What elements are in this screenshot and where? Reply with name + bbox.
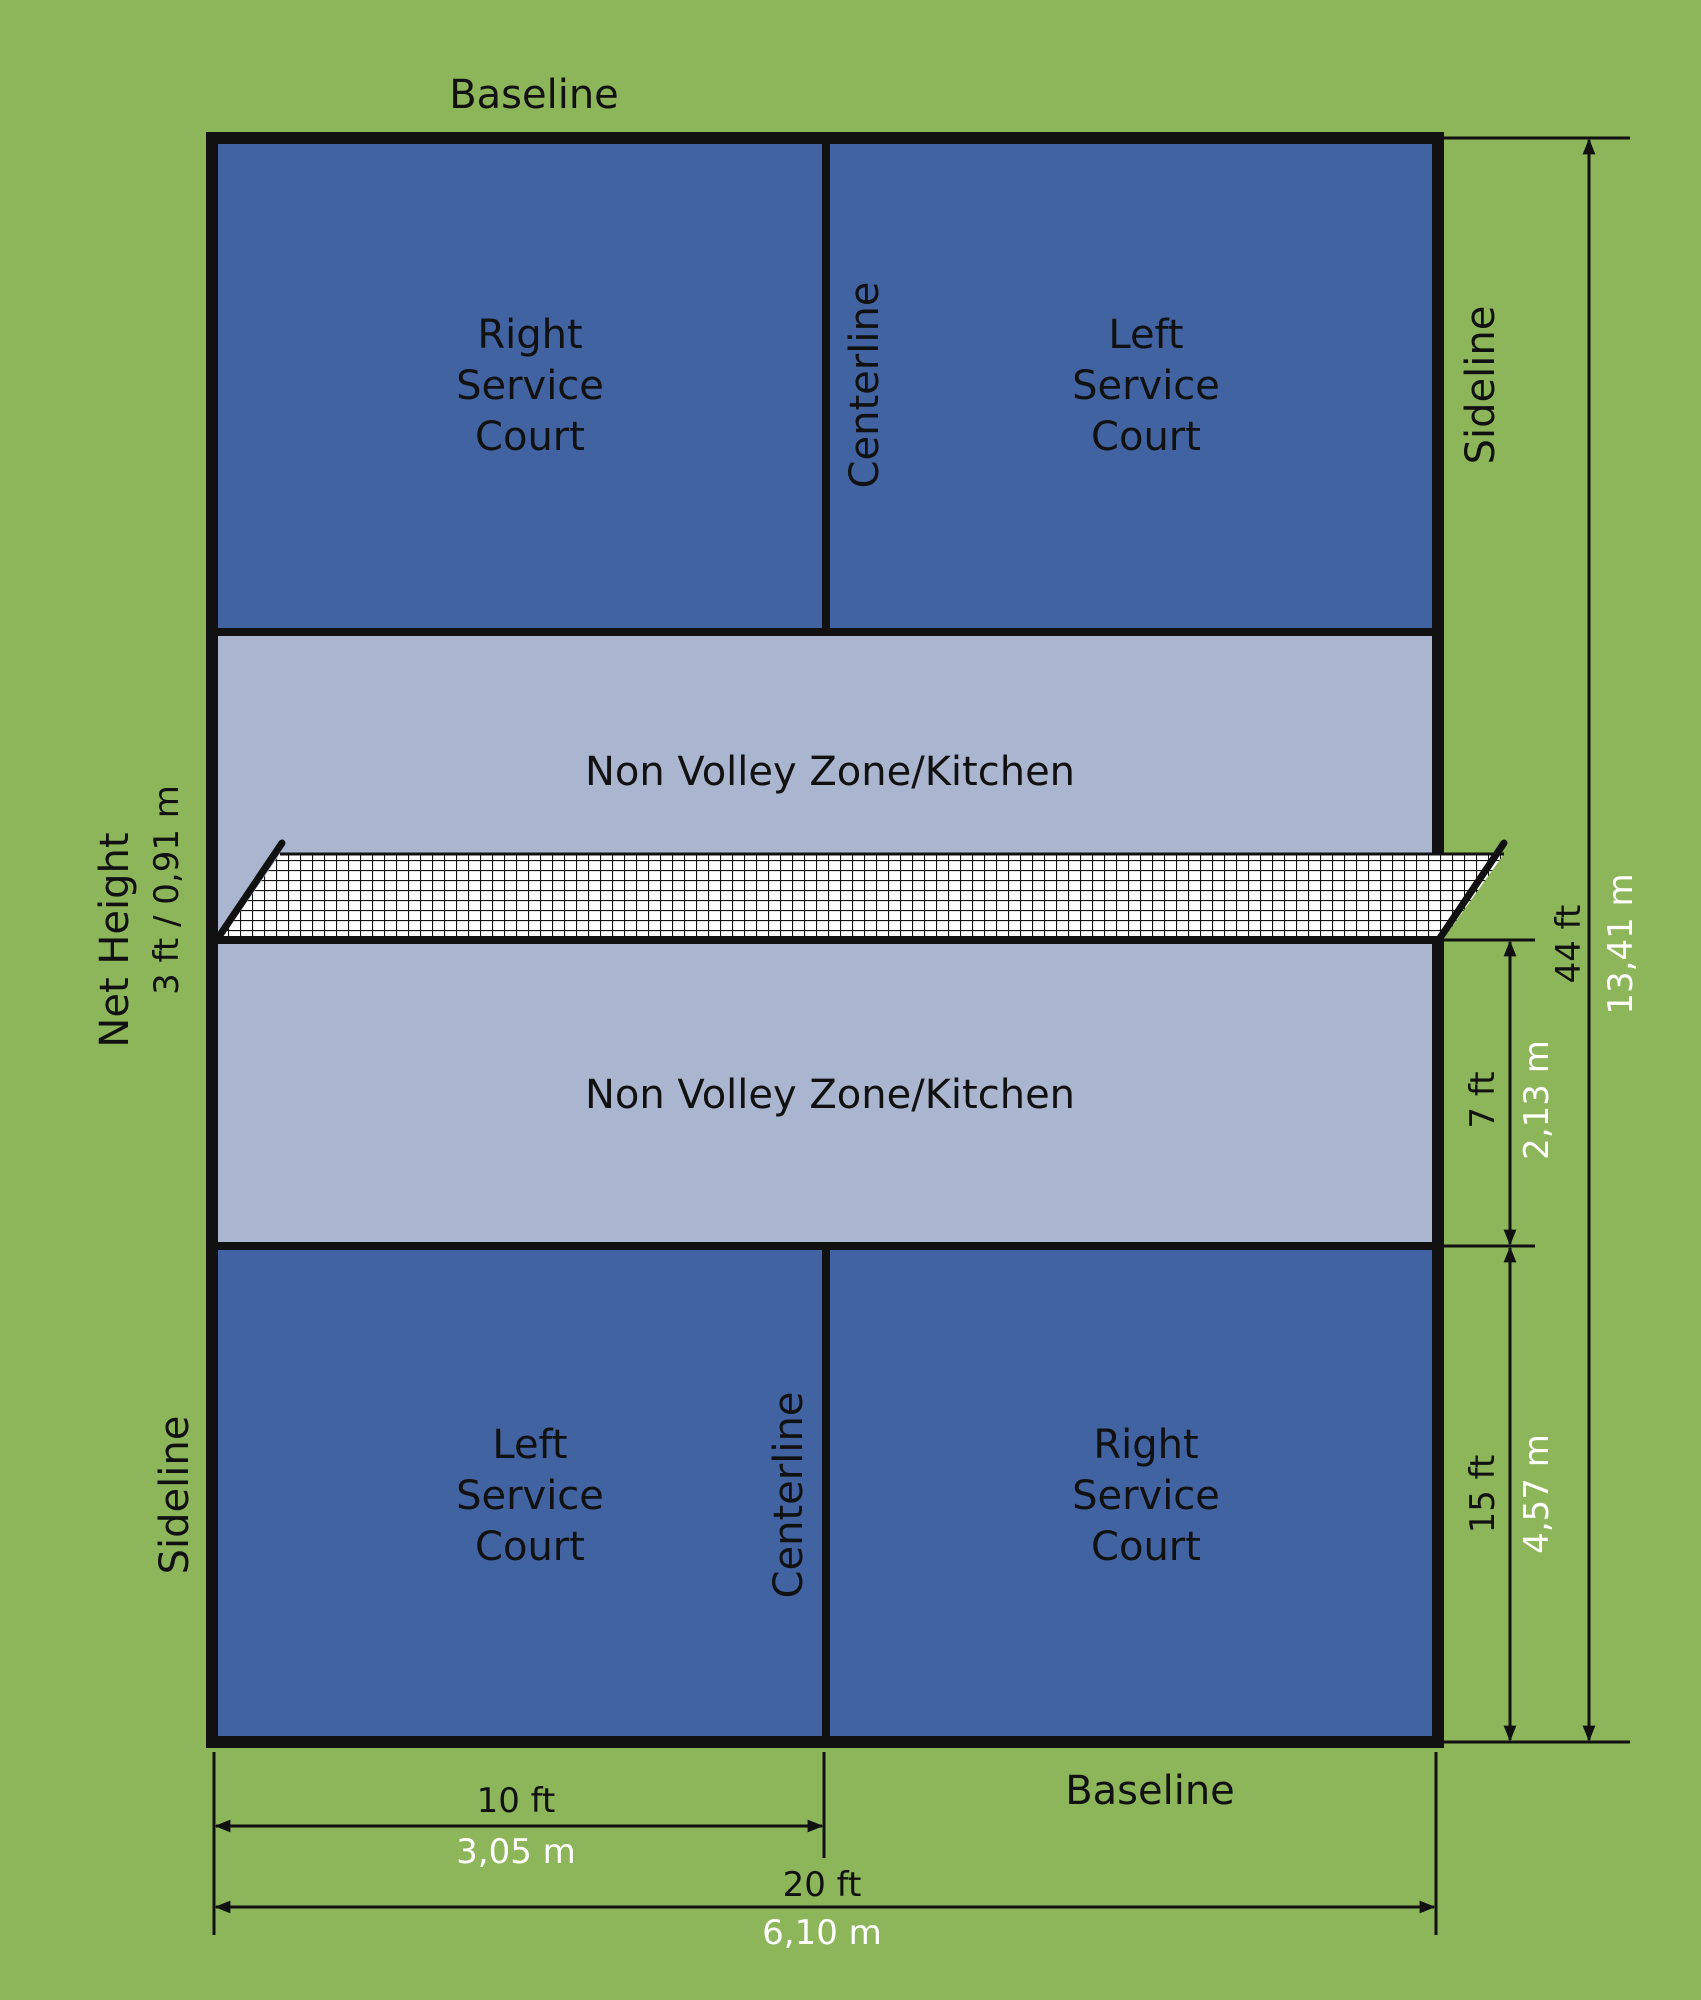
court-label-bottom-right: Right Service Court <box>1072 1422 1220 1570</box>
court-label-bottom-left: Left Service Court <box>456 1422 604 1570</box>
court-label-line: Right <box>477 312 582 358</box>
length-m-label: 13,41 m <box>1601 873 1641 1014</box>
court-label-line: Court <box>475 414 585 460</box>
dimension-length <box>1444 136 1630 1744</box>
net-height-value: 3 ft / 0,91 m <box>147 785 187 995</box>
service-m-label: 4,57 m <box>1517 1434 1557 1554</box>
service-court-bottom-left <box>212 1246 826 1742</box>
baseline-bottom-label: Baseline <box>1065 1768 1235 1814</box>
court-label-line: Left <box>1108 312 1183 358</box>
court-label-line: Service <box>456 363 604 409</box>
court-label-line: Court <box>1091 1524 1201 1570</box>
width-ft-label: 20 ft <box>783 1865 862 1905</box>
service-court-bottom-right <box>826 1246 1436 1742</box>
kitchen-label-top: Non Volley Zone/Kitchen <box>585 749 1075 795</box>
half-width-m-label: 3,05 m <box>456 1832 576 1872</box>
court-label-line: Court <box>475 1524 585 1570</box>
net-height-title: Net Height <box>92 832 138 1047</box>
court-label-top-right: Left Service Court <box>1072 312 1220 460</box>
half-width-ft-label: 10 ft <box>477 1781 556 1821</box>
court-label-line: Service <box>1072 363 1220 409</box>
baseline-top-label: Baseline <box>449 72 619 118</box>
service-court-top-right <box>826 140 1436 632</box>
sideline-left-label: Sideline <box>152 1416 198 1575</box>
sideline-right-label: Sideline <box>1458 306 1504 465</box>
centerline-top-label: Centerline <box>842 282 888 489</box>
width-m-label: 6,10 m <box>762 1913 882 1953</box>
centerline-bottom-label: Centerline <box>766 1392 812 1599</box>
court-label-line: Right <box>1093 1422 1198 1468</box>
net-post-right <box>1436 839 1508 942</box>
dimension-width <box>212 1752 1438 1935</box>
service-court-top-left <box>212 140 826 632</box>
service-ft-label: 15 ft <box>1463 1455 1503 1534</box>
court-label-top-left: Right Service Court <box>456 312 604 460</box>
length-ft-label: 44 ft <box>1549 905 1589 984</box>
court-label-line: Left <box>492 1422 567 1468</box>
net-post-left <box>214 839 286 942</box>
net <box>212 839 1508 944</box>
court-label-line: Service <box>456 1473 604 1519</box>
kitchen-m-label: 2,13 m <box>1517 1040 1557 1160</box>
kitchen-ft-label: 7 ft <box>1463 1071 1503 1128</box>
court-label-line: Court <box>1091 414 1201 460</box>
kitchen-label-bottom: Non Volley Zone/Kitchen <box>585 1072 1075 1118</box>
court-label-line: Service <box>1072 1473 1220 1519</box>
